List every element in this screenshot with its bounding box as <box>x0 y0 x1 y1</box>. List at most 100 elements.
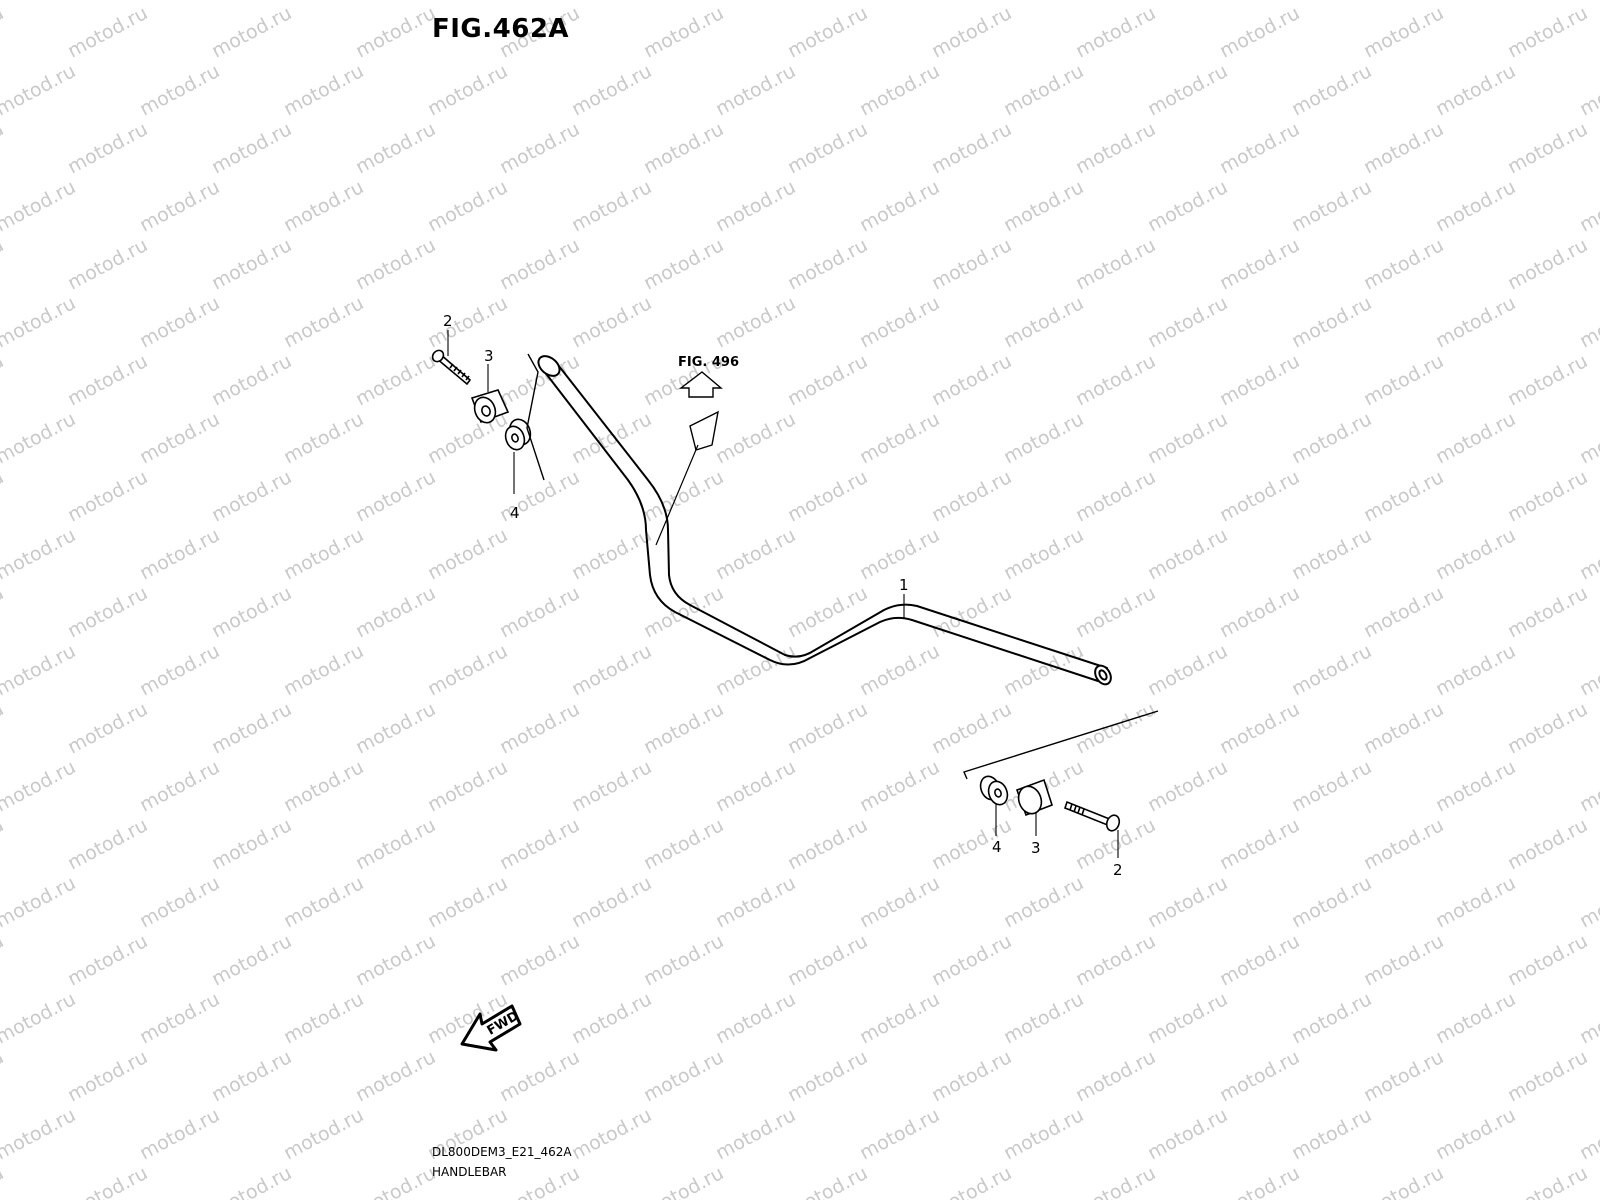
watermark-text: motod.ru <box>640 582 727 642</box>
watermark-text: motod.ru <box>1072 2 1159 62</box>
handlebar[interactable] <box>535 352 1114 687</box>
watermark-text: motod.ru <box>0 698 7 758</box>
watermark-text: motod.ru <box>1000 988 1087 1048</box>
watermark-text: motod.ru <box>1504 1046 1591 1106</box>
left-balancer[interactable] <box>470 389 510 426</box>
watermark-text: motod.ru <box>1576 640 1600 700</box>
watermark-text: motod.ru <box>1072 1162 1159 1200</box>
left-cushion[interactable] <box>502 416 533 452</box>
watermark-text: motod.ru <box>1072 698 1159 758</box>
watermark-text: motod.ru <box>640 466 727 526</box>
watermark-text: motod.ru <box>1432 640 1519 700</box>
watermark-text: motod.ru <box>568 292 655 352</box>
watermark-text: motod.ru <box>0 872 79 932</box>
watermark-text: motod.ru <box>1288 60 1375 120</box>
watermark-text: motod.ru <box>424 640 511 700</box>
watermark-text: motod.ru <box>496 118 583 178</box>
watermark-text: motod.ru <box>856 408 943 468</box>
watermark-text: motod.ru <box>1072 350 1159 410</box>
watermark-text: motod.ru <box>1360 1162 1447 1200</box>
watermark-text: motod.ru <box>712 756 799 816</box>
watermark-text: motod.ru <box>1432 756 1519 816</box>
watermark-text: motod.ru <box>856 0 943 4</box>
watermark-text: motod.ru <box>208 814 295 874</box>
watermark-text: motod.ru <box>424 756 511 816</box>
watermark-text: motod.ru <box>1288 176 1375 236</box>
watermark-text: motod.ru <box>1288 756 1375 816</box>
watermark-text: motod.ru <box>568 0 655 4</box>
watermark-text: motod.ru <box>496 234 583 294</box>
watermark-text: motod.ru <box>64 1162 151 1200</box>
watermark-text: motod.ru <box>0 176 79 236</box>
watermark-text: motod.ru <box>496 1046 583 1106</box>
watermark-text: motod.ru <box>280 872 367 932</box>
watermark-text: motod.ru <box>496 698 583 758</box>
watermark-text: motod.ru <box>1000 872 1087 932</box>
watermark-text: motod.ru <box>1504 118 1591 178</box>
watermark-text: motod.ru <box>568 872 655 932</box>
watermark-text: motod.ru <box>424 60 511 120</box>
watermark-text: motod.ru <box>1432 524 1519 584</box>
watermark-text: motod.ru <box>280 988 367 1048</box>
fig-496-pointer[interactable]: FIG. 496 <box>655 355 739 546</box>
watermark-text: motod.ru <box>1288 1104 1375 1164</box>
figure-footer: DL800DEM3_E21_462A HANDLEBAR <box>432 1142 572 1182</box>
watermark-text: motod.ru <box>1360 582 1447 642</box>
watermark-text: motod.ru <box>64 350 151 410</box>
watermark-text: motod.ru <box>1144 1104 1231 1164</box>
watermark-text: motod.ru <box>928 118 1015 178</box>
figure-title: FIG.462A <box>432 14 570 44</box>
watermark-text: motod.ru <box>280 408 367 468</box>
right-balancer[interactable] <box>1015 778 1053 817</box>
watermark-text: motod.ru <box>1432 292 1519 352</box>
watermark-text: motod.ru <box>1216 698 1303 758</box>
watermark-text: motod.ru <box>280 176 367 236</box>
watermark-text: motod.ru <box>640 2 727 62</box>
watermark-text: motod.ru <box>640 930 727 990</box>
watermark-text: motod.ru <box>1576 0 1600 4</box>
watermark-text: motod.ru <box>712 292 799 352</box>
leader-lines <box>447 330 1119 858</box>
watermark-text: motod.ru <box>712 640 799 700</box>
watermark-text: motod.ru <box>0 524 79 584</box>
callout-4: 4 <box>992 838 1002 856</box>
watermark-text: motod.ru <box>0 1104 79 1164</box>
watermark-text: motod.ru <box>1000 1104 1087 1164</box>
watermark-text: motod.ru <box>1144 0 1231 4</box>
watermark-text: motod.ru <box>280 60 367 120</box>
watermark-text: motod.ru <box>64 582 151 642</box>
watermark-text: motod.ru <box>712 988 799 1048</box>
watermark-text: motod.ru <box>1432 0 1519 4</box>
watermark-text: motod.ru <box>640 1046 727 1106</box>
watermark-text: motod.ru <box>928 698 1015 758</box>
watermark-text: motod.ru <box>784 234 871 294</box>
watermark-text: motod.ru <box>0 234 7 294</box>
watermark-text: motod.ru <box>64 118 151 178</box>
watermark-text: motod.ru <box>280 756 367 816</box>
watermark-text: motod.ru <box>784 466 871 526</box>
right-bolt[interactable] <box>1064 800 1121 833</box>
watermark-text: motod.ru <box>784 814 871 874</box>
watermark-text: motod.ru <box>1576 524 1600 584</box>
watermark-text: motod.ru <box>1072 234 1159 294</box>
watermark-text: motod.ru <box>568 640 655 700</box>
watermark-text: motod.ru <box>928 234 1015 294</box>
watermark-text: motod.ru <box>1360 1046 1447 1106</box>
watermark-text: motod.ru <box>856 1104 943 1164</box>
watermark-text: motod.ru <box>208 350 295 410</box>
watermark-text: motod.ru <box>1072 118 1159 178</box>
watermark-text: motod.ru <box>424 872 511 932</box>
watermark-text: motod.ru <box>856 640 943 700</box>
watermark-text: motod.ru <box>1000 60 1087 120</box>
watermark-text: motod.ru <box>1576 292 1600 352</box>
watermark-text: motod.ru <box>640 814 727 874</box>
watermark-text: motod.ru <box>1504 698 1591 758</box>
watermark-text: motod.ru <box>1144 756 1231 816</box>
left-bolt[interactable] <box>430 348 472 386</box>
watermark-text: motod.ru <box>1360 930 1447 990</box>
watermark-text: motod.ru <box>928 1046 1015 1106</box>
watermark-text: motod.ru <box>1576 756 1600 816</box>
right-cushion[interactable] <box>977 774 1010 808</box>
figure-caption: HANDLEBAR <box>432 1165 507 1179</box>
